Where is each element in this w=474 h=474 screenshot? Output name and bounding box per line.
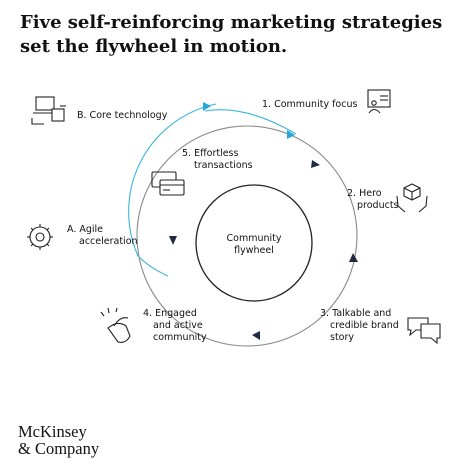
mckinsey-logo: McKinsey & Company [18, 422, 100, 458]
step-label-effortless-transactions: 5. Effortless transactions [182, 148, 253, 171]
enabler-label-core-technology: B. Core technology [77, 110, 168, 121]
arrow-4 [169, 236, 177, 245]
step-label-talkable-story: 3. Talkable and credible brand story [320, 308, 399, 343]
step-label-engaged-community: 4. Engaged and active community [143, 308, 207, 343]
step-label-community-focus: 1. Community focus [262, 99, 358, 110]
page-title: Five self-reinforcing marketing strategi… [20, 12, 443, 57]
inner-cycle-ring [136, 125, 358, 347]
arrow-1 [311, 160, 320, 168]
outer-cycle-arc-top [204, 109, 297, 135]
chat-bubbles-icon [407, 317, 441, 345]
cards-icon [151, 171, 185, 196]
arrow-3 [252, 331, 260, 340]
hands-cube-icon [396, 183, 428, 213]
arrow-outer-right [287, 130, 295, 139]
arrow-2 [349, 253, 358, 262]
arrow-outer-top [203, 102, 211, 111]
devices-icon [31, 96, 66, 125]
presentation-icon [367, 89, 391, 114]
gear-icon [27, 224, 53, 250]
enabler-label-agile-acceleration: A. Agile acceleration [67, 224, 138, 247]
center-label: Community flywheel [226, 233, 282, 256]
clapping-hands-icon [100, 307, 131, 343]
step-label-hero-products: 2. Hero products [347, 188, 399, 211]
outer-cycle-arc [128, 103, 217, 277]
center-circle [195, 184, 313, 302]
